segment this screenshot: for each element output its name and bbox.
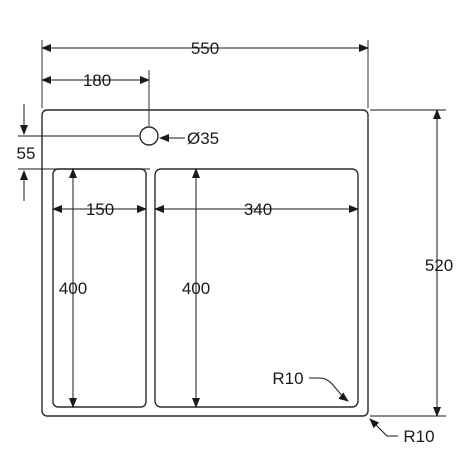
right-bowl-width-label: 340 (244, 200, 272, 219)
overall-depth-label: 520 (425, 256, 453, 275)
dim-outer-radius: R10 (369, 418, 435, 446)
dim-right-bowl-width: 340 (154, 200, 359, 219)
hole-diameter-label: Ø35 (187, 129, 219, 148)
sink-outline (41, 109, 369, 417)
inner-radius-label: R10 (272, 369, 303, 388)
dim-hole-offset-y: 55 (17, 104, 150, 201)
hole-offset-y-label: 55 (17, 144, 36, 163)
left-bowl-depth-label: 400 (59, 279, 87, 298)
dim-right-bowl-depth: 400 (182, 168, 210, 408)
tap-hole (139, 126, 159, 146)
hole-offset-x-label: 180 (83, 71, 111, 90)
left-bowl-width-label: 150 (86, 200, 114, 219)
dim-left-bowl-width: 150 (52, 200, 147, 219)
dim-hole-diameter: Ø35 (159, 129, 219, 148)
overall-width-label: 550 (191, 39, 219, 58)
dim-hole-offset-x: 180 (41, 70, 150, 126)
dim-overall-depth: 520 (370, 109, 453, 417)
right-bowl (154, 168, 359, 408)
dim-inner-radius: R10 (272, 369, 349, 402)
dim-left-bowl-depth: 400 (59, 168, 87, 408)
dim-overall-width: 550 (41, 39, 369, 108)
right-bowl-depth-label: 400 (182, 279, 210, 298)
outer-radius-label: R10 (403, 427, 434, 446)
